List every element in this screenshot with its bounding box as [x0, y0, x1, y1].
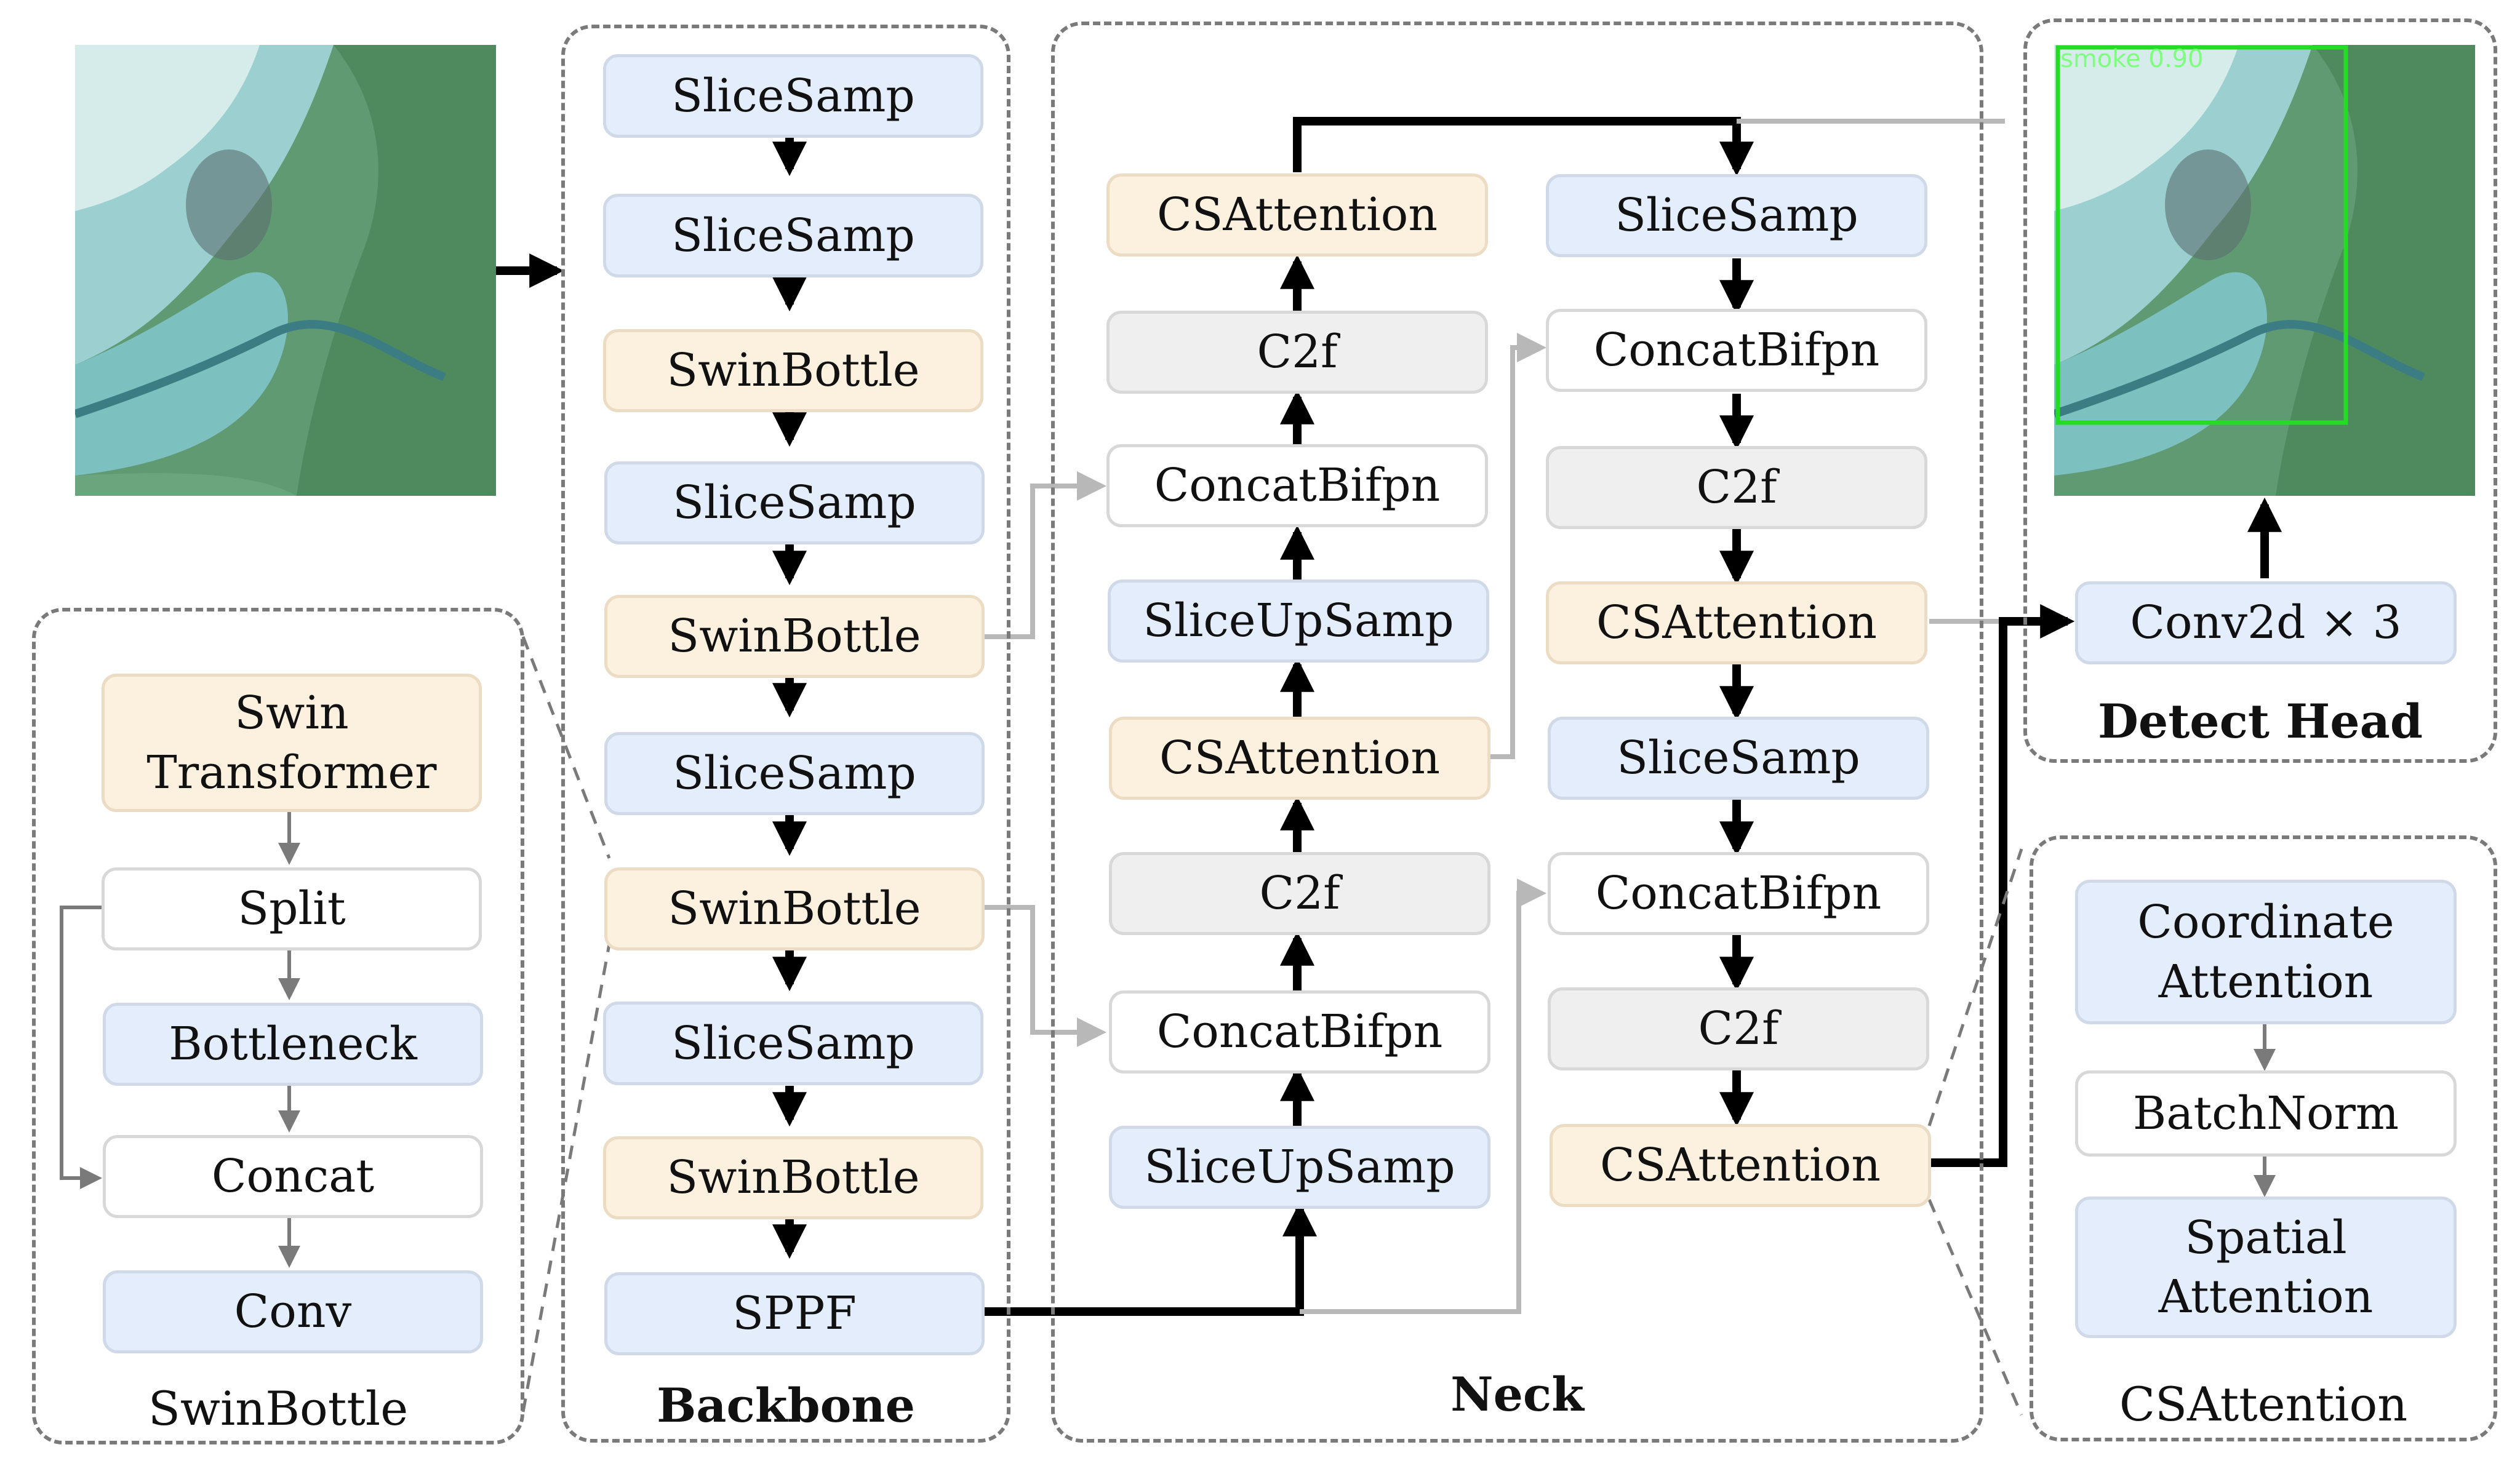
- satellite-image-icon: [2054, 45, 2475, 496]
- backbone-slicesamp-1: SliceSamp: [603, 54, 983, 138]
- csattention-spatial-attention: Spatial Attention: [2075, 1197, 2457, 1338]
- detect-conv2d: Conv2d × 3: [2075, 581, 2457, 664]
- neck-panel: [1051, 22, 1983, 1443]
- swinbottle-panel: [32, 608, 524, 1444]
- backbone-swinbottle-2: SwinBottle: [604, 595, 985, 678]
- csattention-panel: [2030, 835, 2497, 1441]
- output-image: smoke 0.90: [2054, 45, 2475, 496]
- satellite-image-icon: [75, 45, 496, 496]
- backbone-swinbottle-3: SwinBottle: [604, 867, 985, 950]
- neck-sliceupsamp-lower-left: SliceUpSamp: [1109, 1126, 1490, 1209]
- backbone-panel: [561, 25, 1010, 1443]
- neck-csattention-top-left: CSAttention: [1106, 173, 1488, 257]
- neck-title: Neck: [1450, 1367, 1584, 1422]
- neck-concatbifpn-upper-left: ConcatBifpn: [1106, 444, 1488, 527]
- swinbottle-conv: Conv: [103, 1270, 483, 1353]
- swinbottle-title: SwinBottle: [148, 1381, 409, 1436]
- detection-label: smoke 0.90: [2060, 45, 2204, 73]
- arrow-sppf-to-concat-right: [1300, 878, 1546, 1314]
- backbone-swinbottle-4: SwinBottle: [603, 1136, 983, 1219]
- neck-c2f-lower-right: C2f: [1548, 987, 1929, 1070]
- zoom-lines: [521, 636, 2023, 1416]
- neck-c2f-upper-left: C2f: [1106, 311, 1488, 394]
- swinbottle-concat: Concat: [103, 1135, 483, 1218]
- detection-box: [2055, 45, 2348, 425]
- csattention-coordinate-attention: Coordinate Attention: [2075, 880, 2457, 1024]
- csattention-batchnorm: BatchNorm: [2075, 1070, 2457, 1157]
- arrow-csattention-to-concat-right: [1489, 333, 1546, 759]
- neck-concatbifpn-lower-right: ConcatBifpn: [1548, 852, 1929, 935]
- arrow-csattention-bottom-to-head: [1929, 604, 2075, 1167]
- neck-slicesamp-top-right: SliceSamp: [1546, 174, 1927, 257]
- backbone-swinbottle-1: SwinBottle: [603, 329, 983, 412]
- backbone-title: Backbone: [657, 1378, 915, 1433]
- backbone-slicesamp-5: SliceSamp: [603, 1002, 983, 1085]
- backbone-slicesamp-2: SliceSamp: [603, 194, 983, 277]
- neck-c2f-upper-right: C2f: [1546, 446, 1927, 529]
- arrow-top-bracket: [1293, 117, 1754, 177]
- neck-csattention-mid-right: CSAttention: [1546, 581, 1927, 664]
- swinbottle-bottleneck: Bottleneck: [103, 1003, 483, 1086]
- swinbottle-swin-transformer: Swin Transformer: [102, 674, 482, 812]
- neck-csattention-mid-left: CSAttention: [1109, 717, 1490, 800]
- neck-csattention-bottom-right: CSAttention: [1550, 1124, 1931, 1207]
- backbone-slicesamp-3: SliceSamp: [604, 461, 985, 544]
- detect-head-panel: [2023, 18, 2497, 763]
- swinbottle-split: Split: [102, 867, 482, 950]
- csattention-title: CSAttention: [2119, 1377, 2408, 1432]
- detect-head-title: Detect Head: [2097, 694, 2423, 749]
- neck-slicesamp-mid-right: SliceSamp: [1548, 717, 1929, 800]
- neck-concatbifpn-upper-right: ConcatBifpn: [1546, 309, 1927, 392]
- input-image: [75, 45, 496, 496]
- swinbottle-panel-arrows: [60, 811, 300, 1268]
- backbone-sppf: SPPF: [604, 1272, 985, 1355]
- neck-sliceupsamp-upper-left: SliceUpSamp: [1108, 580, 1489, 663]
- backbone-slicesamp-4: SliceSamp: [604, 732, 985, 815]
- neck-c2f-lower-left: C2f: [1109, 852, 1490, 935]
- neck-concatbifpn-lower-left: ConcatBifpn: [1109, 990, 1490, 1074]
